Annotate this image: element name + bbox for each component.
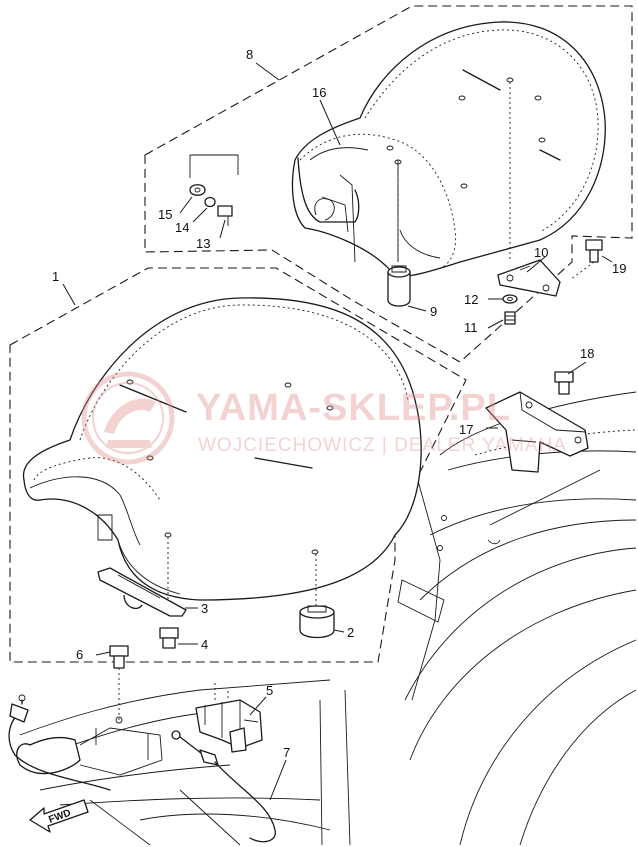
callout-3: 3	[201, 601, 208, 616]
rear-seat-bracket	[497, 259, 561, 297]
callout-4: 4	[201, 637, 208, 652]
rear-bolt-11	[504, 311, 516, 325]
callout-5: 5	[266, 683, 273, 698]
callout-15: 15	[158, 207, 172, 222]
front-bolt-4	[159, 627, 179, 649]
callout-labels: 1 2 3 4 5 6 7 8 9 10 11 12 13 14 15 16 1…	[52, 47, 626, 760]
leader-lines	[62, 62, 613, 801]
bolt-6	[109, 645, 129, 720]
front-seat	[22, 297, 422, 612]
forward-direction-marker: FWD	[29, 799, 89, 833]
front-seat-bracket	[97, 567, 187, 617]
watermark-brand: YAMA-SKLEP.PL	[196, 387, 511, 429]
callout-12: 12	[464, 292, 478, 307]
callout-11: 11	[464, 320, 478, 335]
rear-seat	[291, 21, 606, 277]
frame-tube	[16, 679, 351, 846]
callout-9: 9	[430, 304, 437, 319]
watermark: YAMA-SKLEP.PL WOJCIECHOWICZ | DEALER YAM…	[81, 371, 567, 465]
rear-seat-mount-panel	[189, 154, 239, 226]
rear-seat-group-boundary	[144, 5, 633, 363]
callout-16: 16	[312, 85, 326, 100]
callout-13: 13	[196, 236, 210, 251]
front-seat-damper	[299, 605, 335, 639]
watermark-tagline: WOJCIECHOWICZ | DEALER YAMAHA	[198, 435, 567, 456]
callout-10: 10	[534, 245, 548, 260]
rear-seat-damper	[387, 265, 411, 307]
callout-7: 7	[283, 745, 290, 760]
rear-frame-bracket	[485, 371, 589, 473]
rear-bolt-19	[569, 239, 603, 281]
callout-1: 1	[52, 269, 59, 284]
callout-18: 18	[580, 346, 594, 361]
rear-washer-12	[502, 294, 518, 304]
callout-6: 6	[76, 647, 83, 662]
seat-lock-cable	[8, 694, 276, 843]
callout-17: 17	[459, 422, 473, 437]
watermark-logo	[81, 371, 175, 465]
callout-2: 2	[347, 625, 354, 640]
fwd-label: FWD	[47, 808, 72, 826]
callout-19: 19	[612, 261, 626, 276]
callout-8: 8	[246, 47, 253, 62]
callout-14: 14	[175, 220, 189, 235]
seat-lock	[195, 680, 263, 753]
